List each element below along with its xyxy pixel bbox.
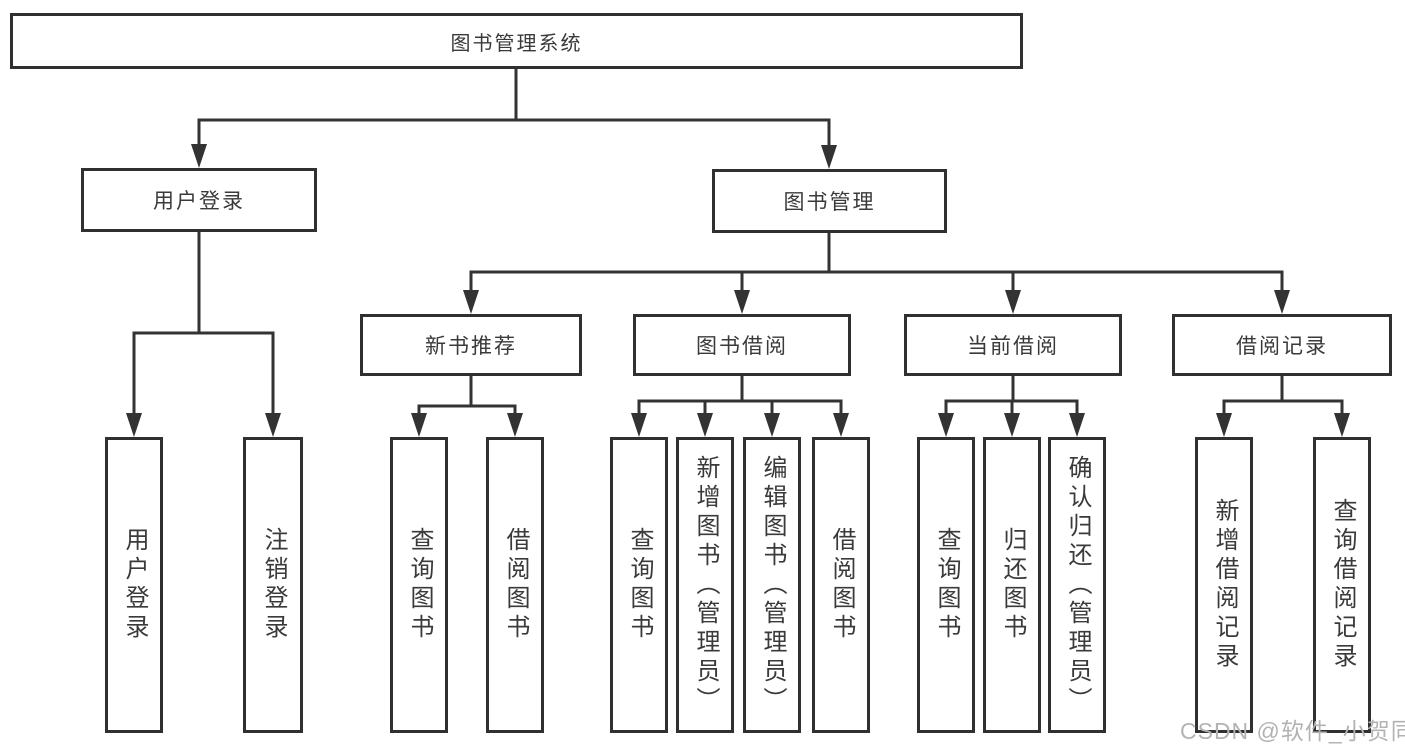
leaf-return-book-label: 归还图书 — [999, 527, 1026, 643]
node-root-label: 图书管理系统 — [450, 32, 583, 55]
leaf-add-book-admin-label: 新增图书（管理员） — [692, 454, 719, 716]
arrowhead-icon — [191, 144, 207, 168]
arrowhead-icon — [631, 413, 647, 437]
arrowhead-icon — [764, 413, 780, 437]
leaf-confirm-return-admin: 确认归还（管理员） — [1048, 437, 1106, 733]
leaf-query-books-borrow: 查询图书 — [610, 437, 668, 733]
node-new-book-recommend-label: 新书推荐 — [425, 335, 517, 358]
arrowhead-icon — [126, 413, 142, 437]
node-root: 图书管理系统 — [10, 13, 1023, 69]
arrowhead-icon — [1005, 290, 1021, 314]
leaf-edit-book-admin: 编辑图书（管理员） — [743, 437, 801, 733]
arrowhead-icon — [463, 290, 479, 314]
arrowhead-icon — [821, 145, 837, 169]
leaf-confirm-return-admin-label: 确认归还（管理员） — [1064, 454, 1091, 716]
leaf-query-borrow-record: 查询借阅记录 — [1313, 437, 1371, 733]
node-book-management: 图书管理 — [712, 169, 947, 233]
arrowhead-icon — [938, 413, 954, 437]
arrowhead-icon — [1216, 413, 1232, 437]
node-current-borrow: 当前借阅 — [904, 314, 1122, 376]
arrowhead-icon — [697, 413, 713, 437]
arrowhead-icon — [507, 413, 523, 437]
leaf-user-login-label: 用户登录 — [121, 527, 148, 643]
node-new-book-recommend: 新书推荐 — [360, 314, 582, 376]
leaf-logout: 注销登录 — [243, 437, 303, 733]
leaf-add-borrow-record: 新增借阅记录 — [1195, 437, 1253, 733]
node-user-login-label: 用户登录 — [153, 190, 245, 213]
leaf-borrow-books-recommend-label: 借阅图书 — [502, 527, 529, 643]
leaf-query-books-borrow-label: 查询图书 — [626, 527, 653, 643]
node-user-login: 用户登录 — [81, 168, 317, 232]
leaf-logout-label: 注销登录 — [260, 527, 287, 643]
arrowhead-icon — [411, 413, 427, 437]
watermark: CSDN @软件_小贺同学 — [1180, 718, 1405, 744]
leaf-add-book-admin: 新增图书（管理员） — [676, 437, 734, 733]
leaf-query-books-recommend-label: 查询图书 — [406, 527, 433, 643]
node-borrow-records: 借阅记录 — [1172, 314, 1392, 376]
leaf-add-borrow-record-label: 新增借阅记录 — [1211, 498, 1238, 672]
arrowhead-icon — [1274, 290, 1290, 314]
leaf-edit-book-admin-label: 编辑图书（管理员） — [759, 454, 786, 716]
leaf-return-book: 归还图书 — [983, 437, 1041, 733]
arrowhead-icon — [1334, 413, 1350, 437]
arrowhead-icon — [734, 290, 750, 314]
arrowhead-icon — [1069, 413, 1085, 437]
leaf-user-login: 用户登录 — [105, 437, 163, 733]
node-book-borrow: 图书借阅 — [633, 314, 851, 376]
leaf-query-books-recommend: 查询图书 — [390, 437, 448, 733]
leaf-borrow-books: 借阅图书 — [812, 437, 870, 733]
leaf-borrow-books-recommend: 借阅图书 — [486, 437, 544, 733]
leaf-query-books-current-label: 查询图书 — [933, 527, 960, 643]
arrowhead-icon — [833, 413, 849, 437]
node-book-borrow-label: 图书借阅 — [696, 335, 788, 358]
node-book-management-label: 图书管理 — [783, 191, 876, 214]
leaf-query-borrow-record-label: 查询借阅记录 — [1329, 498, 1356, 672]
arrowhead-icon — [1004, 413, 1020, 437]
node-current-borrow-label: 当前借阅 — [967, 335, 1059, 358]
leaf-query-books-current: 查询图书 — [917, 437, 975, 733]
arrowhead-icon — [265, 413, 281, 437]
node-borrow-records-label: 借阅记录 — [1236, 335, 1328, 358]
leaf-borrow-books-label: 借阅图书 — [828, 527, 855, 643]
